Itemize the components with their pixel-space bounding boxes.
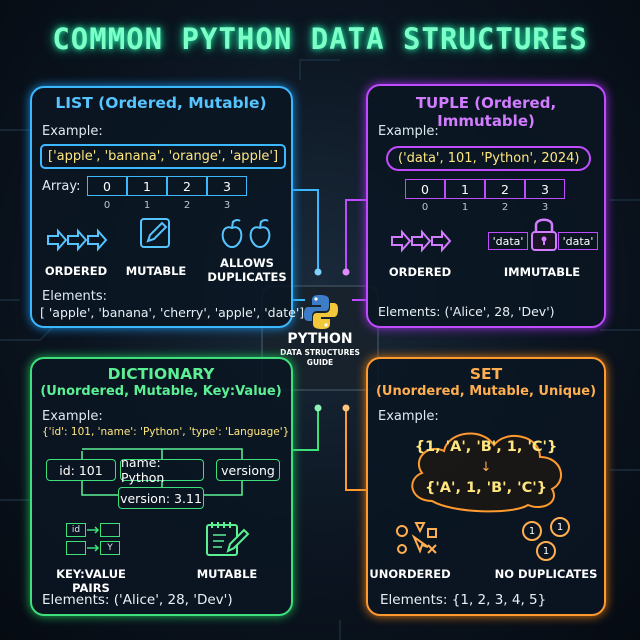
kv-key-box-2 — [66, 541, 86, 555]
list-elements: [ 'apple', 'banana', 'cherry', 'apple', … — [40, 305, 305, 320]
python-logo-icon — [304, 295, 338, 329]
list-example: ['apple', 'banana', 'orange', 'apple'] — [40, 144, 287, 169]
pencil-icon — [140, 218, 170, 248]
tuple-feature-ordered: ORDERED — [388, 265, 452, 279]
tuple-example-label: Example: — [378, 124, 439, 139]
set-output: {'A', 1, 'B', 'C'} — [425, 480, 547, 496]
list-panel: LIST (Ordered, Mutable) Example: ['apple… — [30, 86, 304, 328]
list-index: 1 — [143, 200, 151, 211]
set-example-label: Example: — [378, 409, 439, 424]
list-cell: 1 — [127, 176, 167, 196]
tuple-feature-immutable: IMMUTABLE — [503, 265, 581, 279]
dict-feature-mutable: MUTABLE — [196, 567, 258, 581]
tuple-cell: 3 — [525, 179, 565, 199]
dict-subheading: (Unordered, Mutable, Key:Value) — [40, 384, 282, 399]
tuple-heading: TUPLE (Ordered, Immutable) — [415, 94, 557, 130]
list-elements-label: Elements: — [42, 289, 107, 304]
tuple-index: 3 — [541, 202, 549, 213]
notepad-pencil-icon — [206, 522, 250, 556]
tuple-lock-right-value: 'data' — [558, 232, 598, 250]
list-feature-ordered: ORDERED — [44, 264, 108, 278]
cloud-icon — [411, 432, 562, 513]
list-feature-duplicates-line1: ALLOWS — [220, 256, 274, 270]
arrows-icon — [391, 229, 452, 253]
set-heading: SET — [469, 365, 503, 383]
list-array-label: Array: — [42, 179, 81, 194]
kv-value-box — [100, 523, 120, 537]
set-feature-no-duplicates: NO DUPLICATES — [494, 567, 598, 581]
tuple-cell: 1 — [445, 179, 485, 199]
tuple-lock-left-value: 'data' — [488, 232, 528, 250]
kv-key-box: id — [66, 523, 86, 537]
list-feature-duplicates-line2: DUPLICATES — [207, 270, 287, 284]
dict-example-label: Example: — [42, 409, 103, 424]
dict-feature-kv: KEY:VALUE PAIRS — [56, 567, 126, 595]
set-elements: Elements: {1, 2, 3, 4, 5} — [380, 592, 547, 608]
logo-guide: GUIDE — [306, 358, 334, 367]
coin: 1 — [522, 521, 542, 541]
tuple-index: 1 — [461, 202, 469, 213]
arrows-icon — [47, 228, 108, 252]
list-heading: LIST (Ordered, Mutable) — [55, 94, 267, 112]
tuple-elements: Elements: ('Alice', 28, 'Dev') — [378, 304, 555, 319]
dict-example: {'id': 101, 'name': 'Python', 'type': 'L… — [42, 426, 290, 438]
list-cell: 3 — [207, 176, 247, 196]
tuple-example: ('data', 101, 'Python', 2024) — [386, 146, 592, 171]
tuple-index: 2 — [501, 202, 509, 213]
dict-heading: DICTIONARY — [107, 365, 215, 383]
dict-connectors — [81, 448, 243, 496]
dict-node-name: name: Python — [120, 455, 204, 485]
set-feature-unordered: UNORDERED — [369, 567, 451, 581]
coin: 1 — [550, 517, 570, 537]
set-arrow: ↓ — [480, 460, 492, 475]
logo-subtitle: DATA STRUCTURES — [280, 348, 360, 357]
dict-panel: DICTIONARY (Unordered, Mutable, Key:Valu… — [30, 357, 293, 616]
list-index: 3 — [223, 200, 231, 211]
kv-value-box-2: Y — [100, 541, 120, 555]
dict-node-versiong: versiong — [216, 459, 280, 481]
set-subheading: (Unordered, Mutable, Unique) — [375, 384, 597, 399]
tuple-panel: TUPLE (Ordered, Immutable) Example: ('da… — [366, 84, 606, 328]
list-index: 0 — [103, 200, 111, 211]
page-title: COMMON PYTHON DATA STRUCTURES — [52, 22, 588, 56]
set-input: {1, 'A', 'B', 1, 'C'} — [414, 439, 558, 455]
tuple-cell: 2 — [485, 179, 525, 199]
dict-elements: Elements: ('Alice', 28, 'Dev') — [42, 592, 233, 608]
list-example-label: Example: — [42, 124, 103, 139]
list-cell: 2 — [167, 176, 207, 196]
apples-icon — [221, 219, 271, 248]
coin: 1 — [536, 541, 556, 561]
dict-node-version: version: 3.11 — [118, 487, 204, 509]
list-index: 2 — [183, 200, 191, 211]
kv-arrows — [87, 526, 100, 552]
list-feature-mutable: MUTABLE — [125, 264, 187, 278]
set-panel: SET (Unordered, Mutable, Unique) Example… — [366, 357, 606, 616]
logo-title: PYTHON — [287, 331, 353, 347]
tuple-cell: 0 — [405, 179, 445, 199]
list-cell: 0 — [87, 176, 127, 196]
tuple-index: 0 — [421, 202, 429, 213]
lock-icon — [531, 218, 557, 251]
dict-node-id: id: 101 — [46, 459, 116, 481]
scattered-shapes-icon — [396, 522, 437, 554]
